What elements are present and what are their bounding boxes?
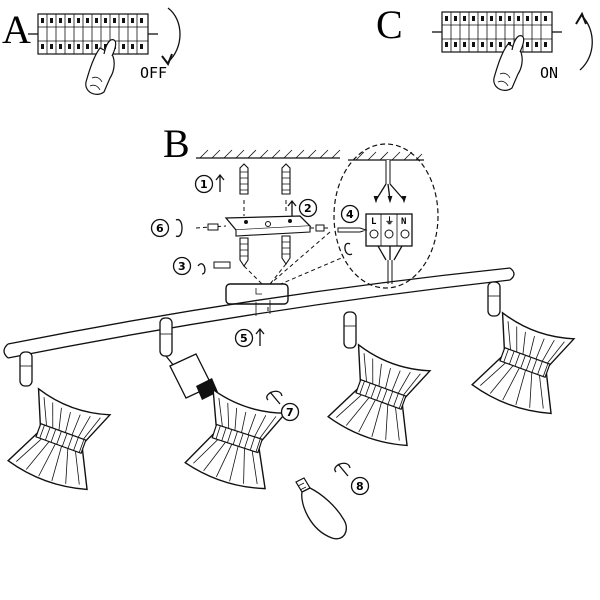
rotate-off-arrow bbox=[167, 7, 181, 63]
step-8-number: 8 bbox=[356, 480, 364, 493]
step-4: 4 bbox=[340, 204, 360, 256]
spotlight-1 bbox=[5, 351, 115, 496]
spotlight-2 bbox=[159, 317, 290, 496]
step-3-number: 3 bbox=[178, 260, 186, 273]
candle-bulb bbox=[295, 477, 347, 540]
breaker-panel-c bbox=[431, 11, 563, 53]
terminal-neutral: N bbox=[401, 217, 406, 227]
spotlight-4 bbox=[469, 281, 579, 420]
step-3: 3 bbox=[172, 256, 206, 276]
panel-c: C ON bbox=[376, 2, 593, 91]
panel-a-letter: A bbox=[2, 7, 31, 52]
step-7-number: 7 bbox=[286, 406, 294, 419]
on-label: ON bbox=[540, 64, 558, 82]
track-bar bbox=[3, 267, 515, 359]
panel-b: B bbox=[150, 121, 439, 348]
breaker-panel-a bbox=[27, 13, 159, 55]
step-5-number: 5 bbox=[240, 332, 248, 345]
off-label: OFF bbox=[140, 64, 167, 82]
wiring-detail: L ⏚ N bbox=[333, 143, 439, 289]
step-7: 7 bbox=[266, 390, 300, 422]
spotlight-3 bbox=[325, 311, 435, 452]
step-5: 5 bbox=[234, 327, 265, 348]
mounting-screws bbox=[213, 235, 291, 269]
terminal-live: L bbox=[371, 217, 377, 227]
wall-plugs bbox=[239, 163, 291, 195]
mounting-bracket bbox=[195, 200, 330, 237]
step-4-number: 4 bbox=[346, 208, 354, 221]
step-2: 2 bbox=[287, 198, 318, 218]
bulb-socket bbox=[169, 353, 218, 400]
step-1: 1 bbox=[194, 173, 225, 194]
ceiling bbox=[196, 149, 341, 159]
step-2-number: 2 bbox=[304, 202, 312, 215]
step-8: 8 bbox=[334, 462, 370, 496]
ceiling-canopy bbox=[225, 283, 289, 305]
rotate-on-arrow bbox=[579, 15, 593, 71]
terminal-earth: ⏚ bbox=[385, 216, 394, 227]
panel-c-letter: C bbox=[376, 2, 403, 47]
step-1-number: 1 bbox=[200, 178, 208, 191]
panel-a: A OFF bbox=[2, 7, 181, 95]
panel-b-letter: B bbox=[163, 121, 190, 166]
step-6-number: 6 bbox=[156, 222, 164, 235]
step-6: 6 bbox=[150, 218, 183, 238]
